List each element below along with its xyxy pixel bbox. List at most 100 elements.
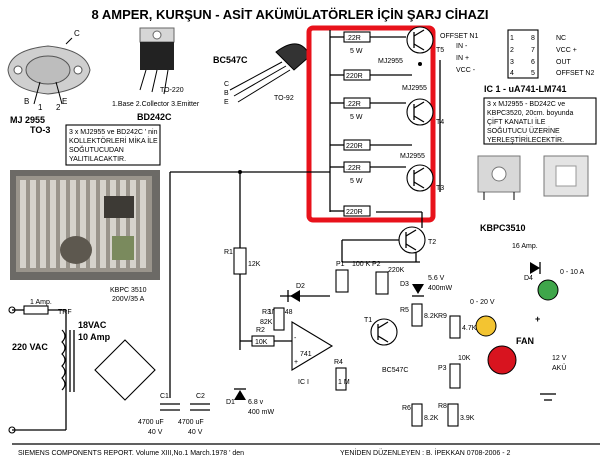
- opamp-label: 741: [300, 351, 312, 358]
- power-d1: 400 mW: [248, 409, 274, 416]
- opamp-plus: +: [294, 359, 298, 366]
- ic-pin-left-4: VCC -: [456, 67, 476, 74]
- label-d4: D4: [524, 275, 533, 282]
- label-ic1: IC I: [298, 379, 309, 386]
- fuse: [23, 305, 49, 315]
- to3-pin-e: E: [62, 97, 67, 106]
- bridge-photo-1: [477, 155, 521, 200]
- label-p2: P2: [372, 261, 381, 268]
- value-r6: 8.2K: [424, 415, 439, 422]
- bridge-name: KBPC3510: [480, 223, 526, 233]
- potentiometer-p2[interactable]: [375, 271, 389, 295]
- to220-name: BD242C: [137, 112, 172, 122]
- label-r6: R6: [402, 405, 411, 412]
- label-t3: T3: [436, 185, 444, 192]
- label-secondary-current: 10 Amp: [78, 332, 111, 342]
- ic-pin-left-1: OFFSET N1: [440, 33, 478, 40]
- opamp-741: [291, 321, 334, 371]
- note-right-line5: YERLEŞTİRİLECEKTİR.: [487, 135, 564, 144]
- note-right-line4: SOĞUTUCU ÜZERİNE: [487, 126, 560, 135]
- label-mj2955-t3: MJ2955: [400, 153, 425, 160]
- label-t5: T5: [436, 47, 444, 54]
- potentiometer-p1[interactable]: [335, 269, 349, 293]
- footer-right: YENİDEN DÜZENLEYEN : B. İPEKKAN 0708-200…: [340, 448, 511, 457]
- footer-left: SIEMENS COMPONENTS REPORT. Volume XIII,N…: [18, 450, 244, 457]
- title: 8 AMPER, KURŞUN - ASİT AKÜMÜLATÖRLER İÇİ…: [92, 7, 489, 22]
- note-left-line1: 3 x MJ2955 ve BD242C ' nin: [69, 129, 158, 136]
- r-220-t3: 220R: [346, 209, 363, 216]
- label-p3: P3: [438, 365, 447, 372]
- transistor-t4: [406, 98, 434, 126]
- value-p2: 220K: [388, 267, 405, 274]
- ic-pin-right-8: NC: [556, 35, 566, 42]
- value-r3: 82K: [260, 319, 273, 326]
- to3-package: TO-3: [30, 125, 50, 135]
- to92-pin-e: E: [224, 99, 229, 106]
- transistor-t5: [406, 26, 434, 54]
- label-mj2955-t4: MJ2955: [402, 85, 427, 92]
- to3-pin-1: 1: [38, 103, 43, 112]
- note-right-line3: ÇİFT KANATLI İLE: [487, 117, 546, 126]
- label-t1: T1: [364, 317, 372, 324]
- label-d1: D1: [226, 399, 235, 406]
- opamp-minus: -: [294, 335, 297, 342]
- to220-package: TO-220: [160, 87, 184, 94]
- r-022-t5: .22R: [346, 35, 361, 42]
- bridge-rectifier: [94, 339, 156, 401]
- ic-pin-left-2: IN -: [456, 43, 468, 50]
- voltmeter: [475, 315, 497, 337]
- label-mj2955-t5: MJ2955: [378, 58, 403, 65]
- label-r9: R9: [438, 313, 447, 320]
- to220-package-drawing: [139, 27, 175, 95]
- label-secondary: 18VAC: [78, 320, 107, 330]
- ic-pin-num-4: 4: [510, 70, 514, 77]
- r-022-t3: .22R: [346, 165, 361, 172]
- label-r4: R4: [334, 359, 343, 366]
- label-r2: R2: [256, 327, 265, 334]
- value-d4: 16 Amp.: [512, 243, 538, 250]
- label-ammeter: 0 - 10 A: [560, 269, 584, 276]
- r-022-t4: .22R: [346, 101, 361, 108]
- label-r1: R1: [224, 249, 233, 256]
- to92-pin-b: B: [224, 90, 229, 97]
- transistor-t3: [406, 164, 434, 192]
- to220-pins: 1.Base 2.Collector 3.Emitter: [112, 101, 200, 108]
- ic-pin-num-6: 6: [531, 59, 535, 66]
- transistor-t1: [370, 318, 398, 346]
- r-5w-t5: 5 W: [350, 48, 363, 55]
- note-left-box: [65, 124, 161, 166]
- ic-pin-right-6: OUT: [556, 59, 572, 66]
- label-d3: D3: [400, 281, 409, 288]
- label-r3: R3: [262, 309, 271, 316]
- value-r2: 10K: [255, 339, 268, 346]
- to3-pin-2: 2: [56, 103, 61, 112]
- ic-pin-num-1: 1: [510, 35, 514, 42]
- to3-pin-c: C: [74, 29, 80, 38]
- ic-pinout-body: [507, 29, 539, 79]
- to3-name: MJ 2955: [10, 115, 45, 125]
- transformer-coils: [61, 329, 75, 392]
- value-d3: 5.6 V: [428, 275, 445, 282]
- r-5w-t3: 5 W: [350, 178, 363, 185]
- value-r9: 4.7K: [462, 325, 477, 332]
- value-p3: 10K: [458, 355, 471, 362]
- power-d3: 400mW: [428, 285, 453, 292]
- name-t1: BC547C: [382, 367, 408, 374]
- label-p1: P1: [336, 261, 345, 268]
- ic-pin-num-7: 7: [531, 47, 535, 54]
- value-c2: 4700 uF: [178, 419, 204, 426]
- to3-pin-b: B: [24, 97, 29, 106]
- power-stage-highlight: [306, 25, 436, 223]
- potentiometer-p3[interactable]: [449, 363, 461, 389]
- ic-pin-num-5: 5: [531, 70, 535, 77]
- r-220-t5: 220R: [346, 73, 363, 80]
- ammeter: [537, 279, 559, 301]
- voltage-c2: 40 V: [188, 429, 203, 436]
- ic-pinout-name: IC 1 - uA741-LM741: [484, 84, 567, 94]
- to92-package: TO-92: [274, 95, 294, 102]
- to92-package-drawing: [229, 43, 311, 103]
- ic-pin-num-2: 2: [510, 47, 514, 54]
- r-5w-t4: 5 W: [350, 114, 363, 121]
- note-left-line2: KOLLEKTÖRLERİ MİKA İLE: [69, 136, 158, 145]
- heatsink-photo: [10, 170, 160, 280]
